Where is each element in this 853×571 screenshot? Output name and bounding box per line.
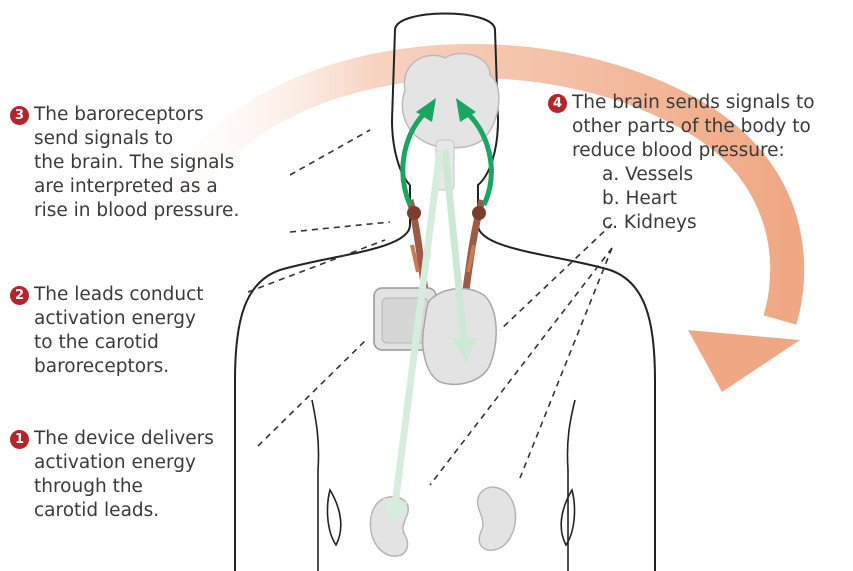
step-3-line-3: the brain. The signals [10,151,239,175]
right-arm-line [567,400,575,571]
left-arm-line [312,400,319,571]
step-1-annotation: 1 The device delivers activation energy t… [10,427,214,523]
step-1-line-2: activation energy [10,451,214,475]
step-4-sub-vessels: a. Vessels [548,163,815,187]
step-4-line-2: other parts of the body to [548,115,815,139]
step-4-annotation: 4 The brain sends signals to other parts … [548,91,815,235]
step-4-sub-heart: b. Heart [548,187,815,211]
step-4-sub-kidneys: c. Kidneys [548,211,815,235]
step-4-badge: 4 [548,94,567,113]
step-4-line-3: reduce blood pressure: [548,139,815,163]
carotid-baroreceptors [407,200,486,290]
step-3-line-5: rise in blood pressure. [10,199,239,223]
step-2-line-2: activation energy [10,307,204,331]
step-3-line-1: The baroreceptors [34,104,204,125]
step-2-line-4: baroreceptors. [10,355,204,379]
left-hip-curve [328,490,341,545]
step-3-badge: 3 [10,106,29,125]
step-3-line-2: send signals to [10,127,239,151]
step-2-line-3: to the carotid [10,331,204,355]
step-4-line-1: The brain sends signals to [572,92,815,113]
step-1-line-1: The device delivers [34,428,214,449]
step-3-annotation: 3 The baroreceptors send signals to the b… [10,103,239,223]
step-1-line-3: through the [10,475,214,499]
step-1-badge: 1 [10,430,29,449]
step-2-annotation: 2 The leads conduct activation energy to … [10,283,204,379]
step-2-line-1: The leads conduct [34,284,204,305]
step-1-line-4: carotid leads. [10,499,214,523]
step-3-line-4: are interpreted as a [10,175,239,199]
step-2-badge: 2 [10,286,29,305]
right-kidney [478,487,516,550]
